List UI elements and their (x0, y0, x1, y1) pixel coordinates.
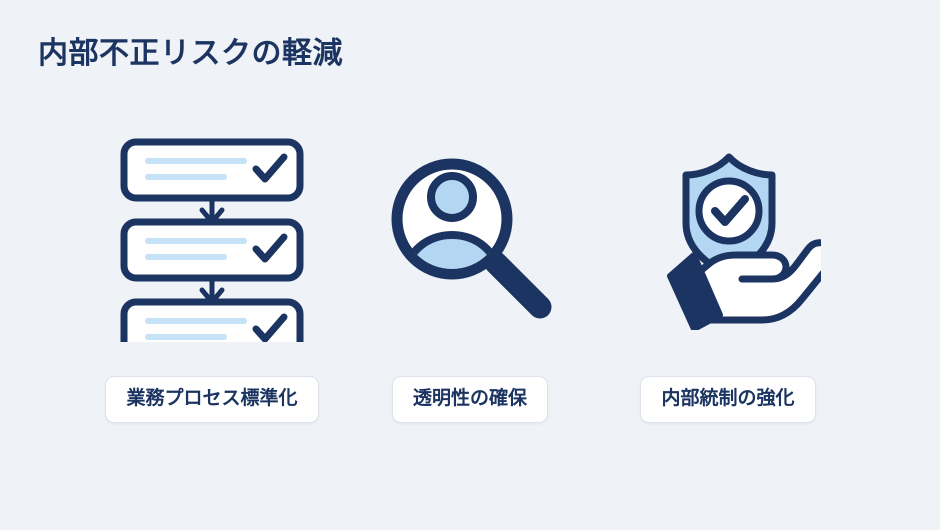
columns-row: 業務プロセス標準化 (0, 132, 940, 423)
process-card-3 (120, 298, 304, 342)
column-process-standardization: 業務プロセス標準化 (87, 132, 337, 423)
label-process-standardization: 業務プロセス標準化 (105, 376, 319, 423)
process-arrow-2 (199, 278, 225, 305)
label-internal-control: 内部統制の強化 (640, 376, 816, 423)
process-flow-svg (120, 138, 304, 342)
column-internal-control: 内部統制の強化 (603, 132, 853, 423)
process-arrow-1 (199, 198, 225, 225)
page-title: 内部不正リスクの軽減 (38, 37, 343, 70)
magnifier-lens (391, 158, 513, 280)
process-card-2 (120, 218, 304, 282)
open-hand (666, 238, 821, 330)
column-transparency: 透明性の確保 (345, 132, 595, 423)
process-flow-icon (97, 132, 327, 342)
magnifier-person-icon (355, 132, 585, 342)
magnifier-person-svg (391, 158, 552, 319)
process-card-1 (120, 138, 304, 202)
label-transparency: 透明性の確保 (391, 376, 548, 423)
hand-shield-svg (666, 153, 821, 330)
hand-shield-check-icon (613, 132, 843, 342)
